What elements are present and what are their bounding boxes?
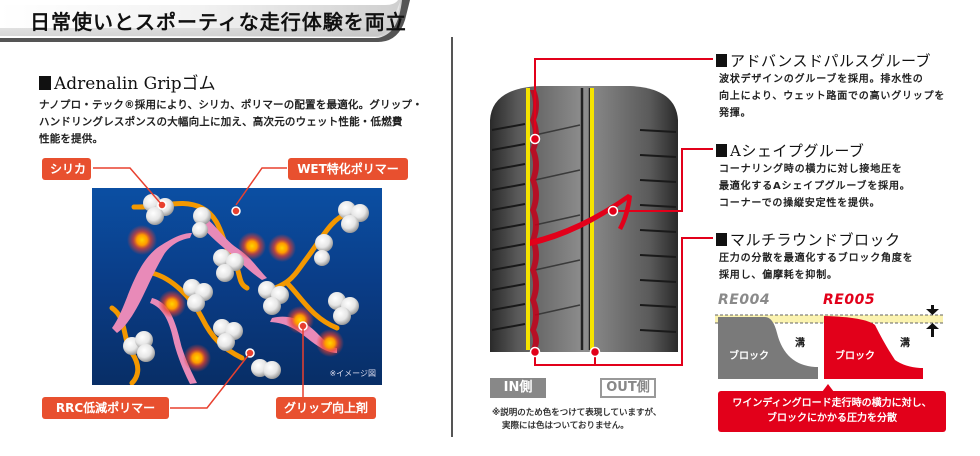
square-bullet-icon <box>716 54 727 67</box>
rubber-section-title-text: Adrenalin Gripゴム <box>54 74 216 94</box>
molecule-illustration: ※イメージ図 <box>92 188 382 385</box>
color-note: ※説明のため色をつけて表現していますが、 実際には色はついておりません。 <box>492 407 661 433</box>
feature-title-a-shape-groove: Aシェイプグルーブ <box>716 140 864 161</box>
groove-label-re005: 溝 <box>900 338 910 349</box>
tire-illustration <box>490 86 678 352</box>
feature-desc-pulse-groove: 波状デザインのグルーブを採用。排水性の 向上により、ウェット路面での高いグリップ… <box>719 71 945 122</box>
callout-line: ワインディングロード走行時の横力に対し、 <box>732 398 932 409</box>
rubber-description-line: ハンドリングレスポンスの大幅向上に加え、高次元のウェット性能・低燃費 <box>39 116 403 128</box>
rubber-description-line: ナノプロ・テック®採用により、シリカ、ポリマーの配置を最適化。グリップ・ <box>39 99 423 111</box>
rubber-section-title: Adrenalin Gripゴム <box>39 69 216 94</box>
feature-title-text: マルチラウンドブロック <box>730 231 901 249</box>
model-label-re004: RE004 <box>718 292 771 308</box>
rubber-description: ナノプロ・テック®採用により、シリカ、ポリマーの配置を最適化。グリップ・ ハンド… <box>39 97 429 148</box>
feature-desc-line: 最適化するAシェイプグルーブを採用。 <box>719 181 911 192</box>
feature-title-text: Aシェイプグルーブ <box>730 142 865 160</box>
feature-title-text: アドバンスドパルスグルーブ <box>730 52 932 70</box>
header-banner: 日常使いとスポーティな走行体験を両立 <box>0 0 410 42</box>
block-profile-comparison <box>715 305 943 379</box>
block-label-re004: ブロック <box>729 351 769 362</box>
color-note-line: ※説明のため色をつけて表現していますが、 <box>492 408 662 418</box>
feature-desc-line: コーナーでの操縦安定性を提供。 <box>719 198 881 209</box>
leader-lines-tire <box>529 58 713 366</box>
feature-desc-line: 向上により、ウェット路面での高いグリップを <box>719 91 946 102</box>
model-label-re005: RE005 <box>823 292 876 308</box>
square-bullet-icon <box>716 144 727 157</box>
banner-background <box>0 0 410 42</box>
image-note: ※イメージ図 <box>329 369 376 378</box>
feature-desc-line: 圧力の分散を最適化するブロック角度を <box>719 253 914 264</box>
feature-title-pulse-groove: アドバンスドパルスグルーブ <box>716 50 931 71</box>
out-side-tag: OUT側 <box>600 378 656 398</box>
feature-desc-multi-round-block: 圧力の分散を最適化するブロック角度を 採用し、偏摩耗を抑制。 <box>719 250 913 284</box>
rubber-description-line: 性能を提供。 <box>39 133 104 145</box>
label-grip-agent: グリップ向上剤 <box>276 397 376 419</box>
feature-desc-line: 波状デザインのグルーブを採用。排水性の <box>719 74 924 85</box>
color-note-line: 実際には色はついておりません。 <box>502 421 629 431</box>
leader-lines-left <box>93 167 304 409</box>
feature-desc-line: コーナリング時の横力に対し接地圧を <box>719 164 903 175</box>
label-rrc-polymer: RRC低減ポリマー <box>42 397 169 419</box>
page-title: 日常使いとスポーティな走行体験を両立 <box>30 10 407 34</box>
square-bullet-icon <box>39 76 51 90</box>
in-side-tag: IN側 <box>490 378 546 398</box>
callout-line: ブロックにかかる圧力を分散 <box>767 413 897 424</box>
section-divider <box>451 37 453 437</box>
feature-title-multi-round-block: マルチラウンドブロック <box>716 229 901 250</box>
feature-desc-a-shape-groove: コーナリング時の横力に対し接地圧を 最適化するAシェイプグルーブを採用。 コーナ… <box>719 161 911 212</box>
feature-desc-line: 採用し、偏摩耗を抑制。 <box>719 270 838 281</box>
pressure-distribution-callout: ワインディングロード走行時の横力に対し、 ブロックにかかる圧力を分散 <box>718 384 946 432</box>
block-label-re005: ブロック <box>835 351 875 362</box>
label-wet-polymer: WET特化ポリマー <box>288 158 408 180</box>
square-bullet-icon <box>716 233 727 246</box>
molecule-graphic <box>109 194 369 385</box>
feature-desc-line: 発揮。 <box>719 108 752 119</box>
label-silica: シリカ <box>42 158 91 180</box>
groove-label-re004: 溝 <box>795 338 805 349</box>
